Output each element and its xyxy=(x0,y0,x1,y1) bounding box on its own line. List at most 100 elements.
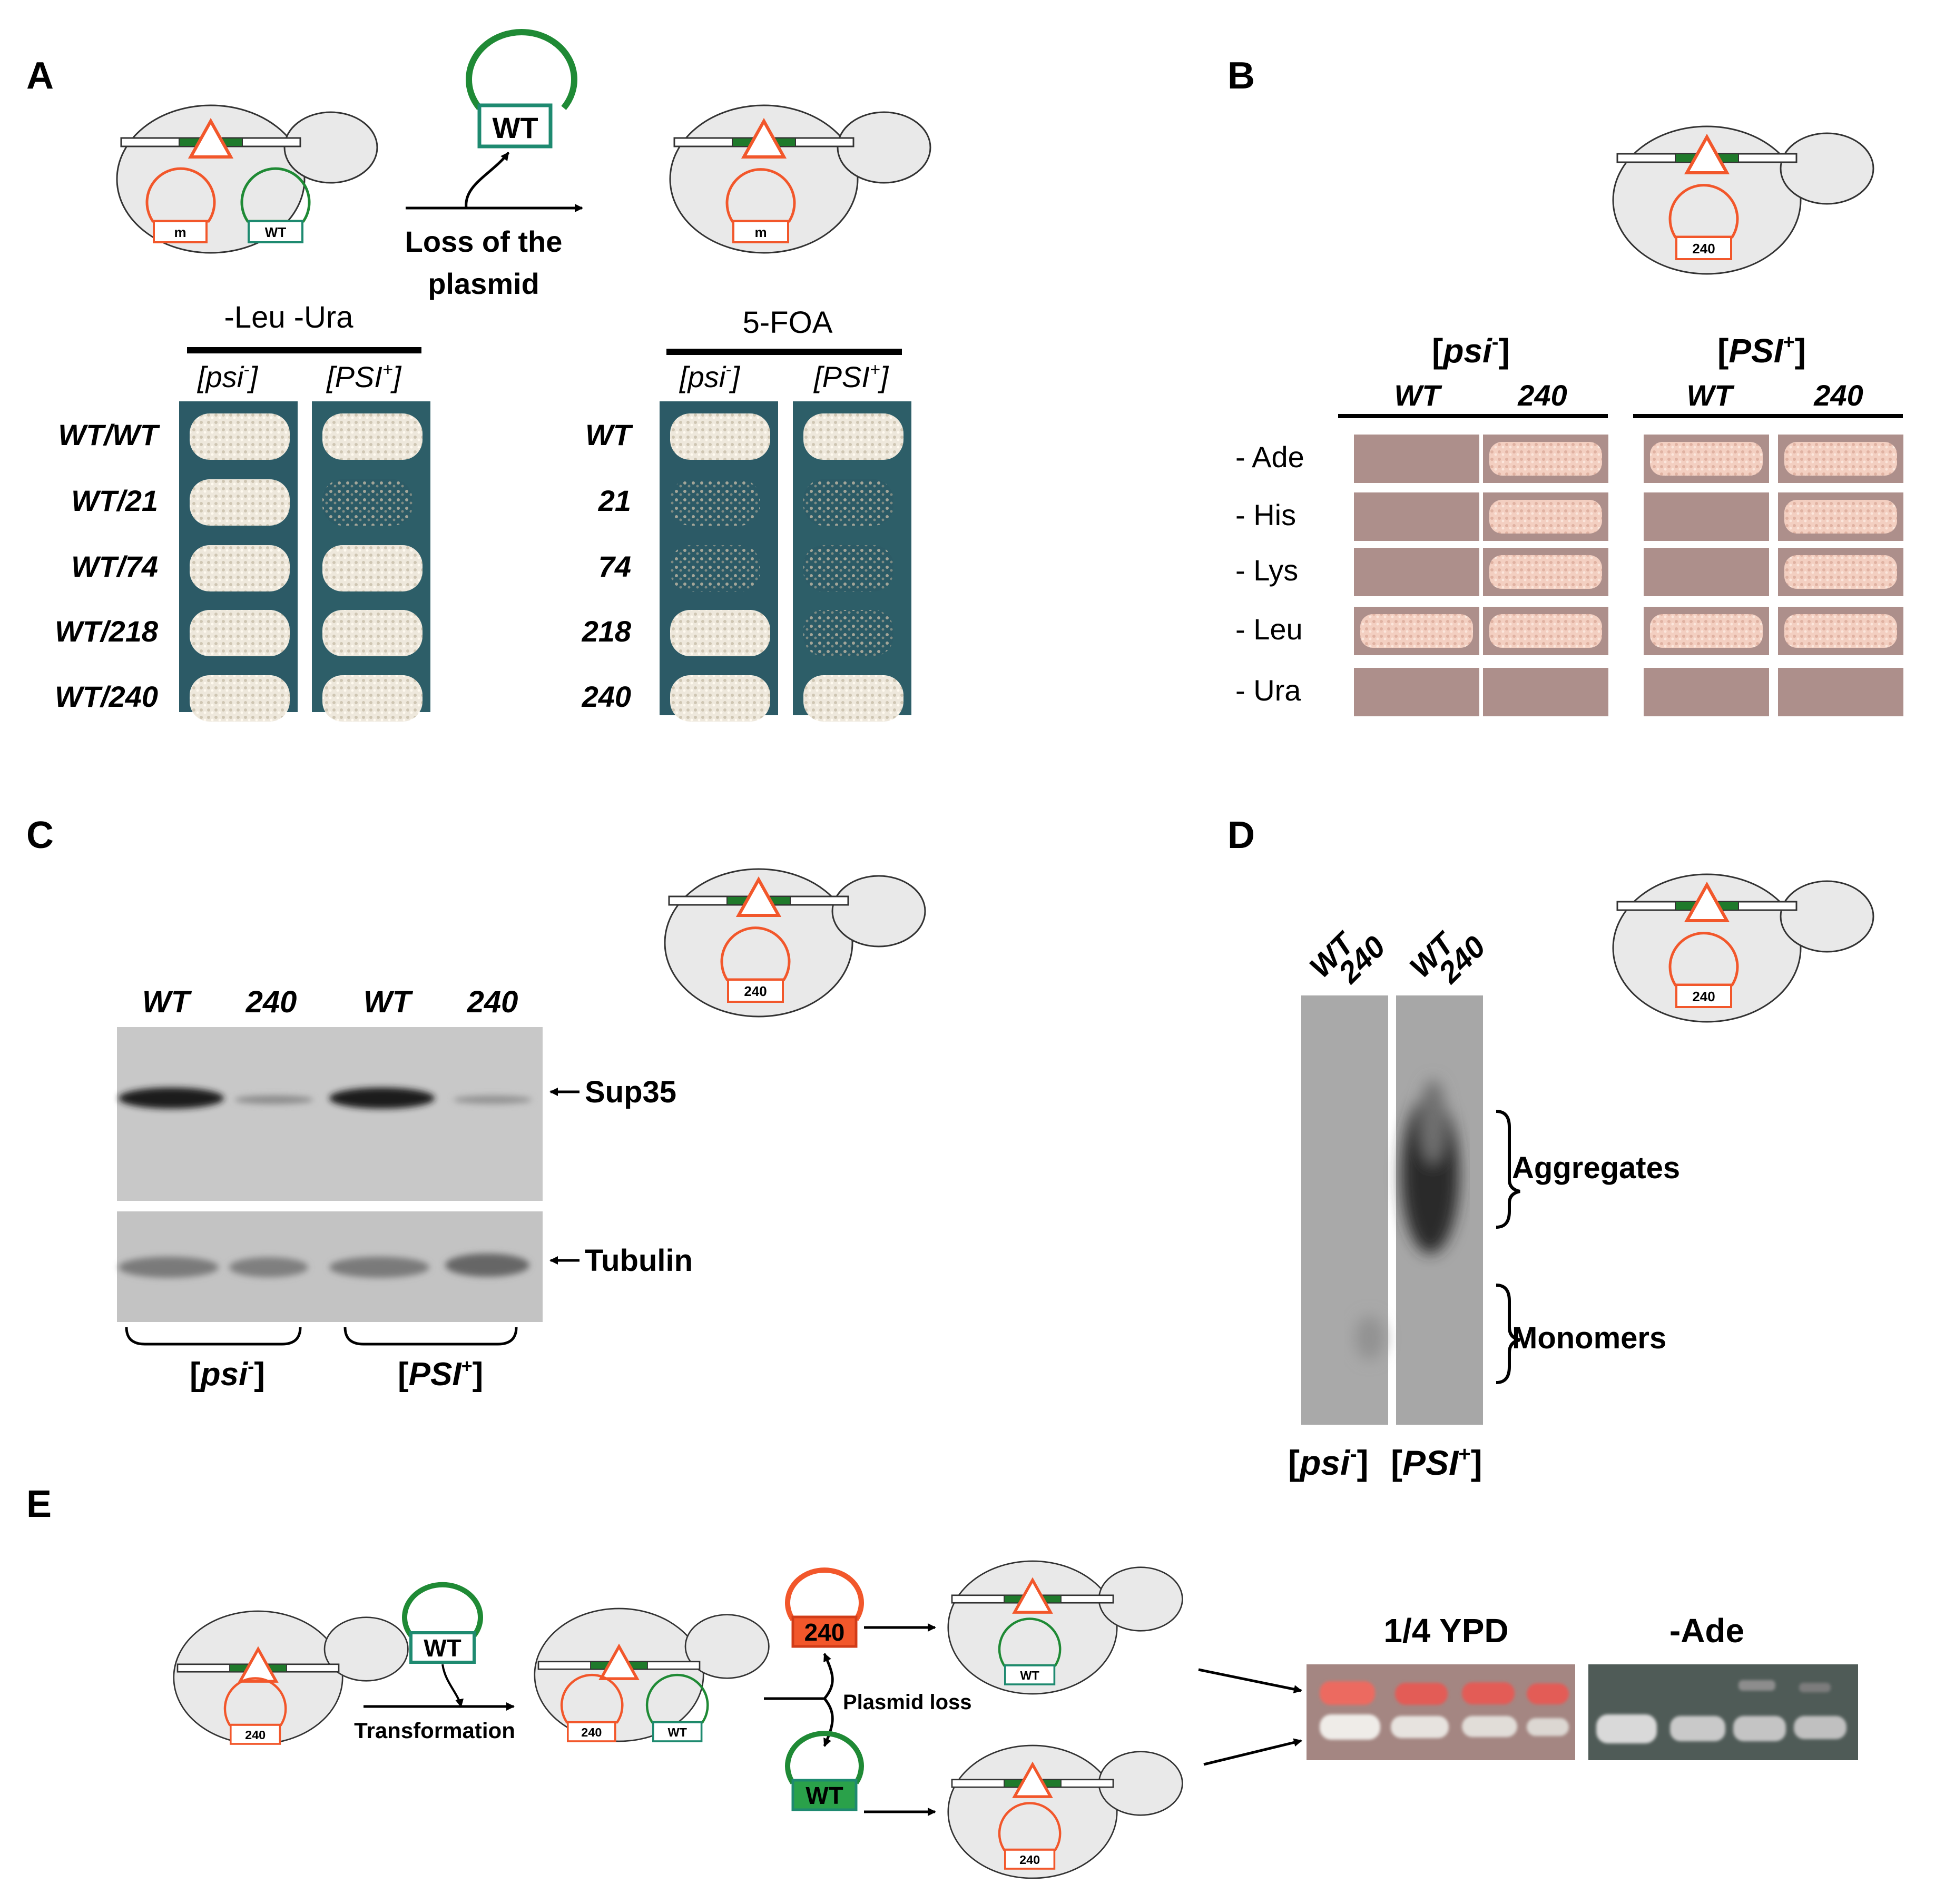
cell-diagram-e4: 240 xyxy=(947,1744,1183,1879)
c-bands xyxy=(119,1088,532,1278)
b-plate-cell xyxy=(1644,548,1769,596)
a-row-label-right: 21 xyxy=(598,484,631,517)
panel-label-c: C xyxy=(26,814,54,856)
panel-label-e: E xyxy=(26,1483,52,1525)
plasmid-label-m-right: m xyxy=(754,224,767,240)
svg-text:WT: WT xyxy=(142,985,192,1019)
svg-text:[psi-]: [psi-] xyxy=(1288,1443,1369,1482)
svg-text:240: 240 xyxy=(581,1725,602,1739)
b-row-label: - Lys xyxy=(1235,554,1298,587)
svg-text:Monomers: Monomers xyxy=(1512,1321,1666,1355)
cell-diagram-a-left: m WT xyxy=(116,104,378,254)
transform-plasmid: WT Transformation xyxy=(354,1582,515,1743)
colony-spot xyxy=(803,413,903,460)
plasmid-loss-label: Plasmid loss xyxy=(843,1691,972,1714)
plasmid-loss-branch: Plasmid loss 240 WT xyxy=(764,1567,972,1816)
colony-spot xyxy=(190,610,290,656)
cell-diagram-e2: 240 WT xyxy=(534,1607,770,1742)
b-growth-spot xyxy=(1784,442,1897,476)
svg-text:WT: WT xyxy=(364,985,414,1019)
panel-label-d: D xyxy=(1227,814,1255,856)
b-growth-spot xyxy=(1489,442,1602,476)
plasmid-label-d: 240 xyxy=(1692,989,1715,1004)
svg-text:Tubulin: Tubulin xyxy=(585,1244,693,1278)
big-plasmid-label: WT xyxy=(492,111,538,144)
svg-text:[PSI+]: [PSI+] xyxy=(398,1355,483,1393)
d-lane-psi-minus xyxy=(1301,995,1388,1425)
colony-spot xyxy=(803,610,893,656)
b-plate-cell xyxy=(1483,668,1608,716)
svg-text:[psi-]: [psi-] xyxy=(190,1355,265,1393)
colony-spot xyxy=(190,675,290,722)
b-plate-cell xyxy=(1644,492,1769,541)
svg-text:240: 240 xyxy=(245,1728,266,1742)
colony-spot xyxy=(670,413,770,460)
b-spot-grid xyxy=(1354,435,1903,716)
panel-label-a: A xyxy=(26,55,54,97)
b-growth-spot xyxy=(1489,500,1602,534)
svg-text:[PSI+]: [PSI+] xyxy=(813,360,889,393)
svg-text:240: 240 xyxy=(1517,379,1567,412)
b-col-headers: WT 240 WT 240 xyxy=(1394,379,1863,412)
a-row-label-right: 240 xyxy=(582,680,631,713)
panel-label-b: B xyxy=(1227,55,1255,97)
plasmid-label-m: m xyxy=(174,224,186,240)
a-row-label-right: 74 xyxy=(598,550,631,583)
b-row-label: - Ura xyxy=(1235,674,1301,707)
colony-spot xyxy=(322,479,412,526)
a-row-label-left: WT/240 xyxy=(55,680,158,713)
colony-spot xyxy=(670,610,770,656)
d-lane-labels: WT 240 WT 240 xyxy=(1303,925,1492,990)
a-row-label-left: WT/WT xyxy=(58,418,160,451)
plates-a xyxy=(179,401,911,715)
b-row-label: - Ade xyxy=(1235,440,1304,473)
colonies-a xyxy=(190,413,903,722)
svg-text:WT: WT xyxy=(1020,1669,1039,1682)
svg-text:240: 240 xyxy=(804,1619,845,1646)
b-growth-spot xyxy=(1489,555,1602,589)
plate-ade xyxy=(1588,1664,1858,1760)
svg-text:[PSI+]: [PSI+] xyxy=(1391,1443,1482,1482)
svg-text:[PSI+]: [PSI+] xyxy=(1717,331,1806,370)
d-bracket-labels: Aggregates Monomers xyxy=(1512,1151,1680,1355)
b-plate-cell xyxy=(1778,668,1903,716)
svg-text:240: 240 xyxy=(245,985,297,1019)
svg-text:[psi-]: [psi-] xyxy=(679,360,740,393)
a-row-label-left: WT/218 xyxy=(55,615,159,648)
media-5foa: 5-FOA xyxy=(743,305,833,340)
svg-text:WT: WT xyxy=(1686,379,1735,412)
plasmid-loss-diagram: WT Loss of the plasmid xyxy=(405,29,583,300)
colony-spot xyxy=(803,479,893,526)
aggregates-bracket xyxy=(1496,1110,1520,1229)
colony-spot xyxy=(190,413,290,460)
loss-caption-1: Loss of the xyxy=(405,225,563,258)
svg-text:240: 240 xyxy=(1813,379,1863,412)
b-row-label: - His xyxy=(1235,498,1296,531)
svg-text:[psi-]: [psi-] xyxy=(197,360,258,393)
e-colonies xyxy=(1320,1680,1846,1743)
a-col-headers: [psi-] [PSI+] [psi-] [PSI+] xyxy=(197,360,889,393)
svg-text:[PSI+]: [PSI+] xyxy=(326,360,402,393)
cell-diagram-e3: WT xyxy=(947,1560,1183,1695)
plasmid-label-b: 240 xyxy=(1692,241,1715,257)
b-plate-cell xyxy=(1354,548,1479,596)
c-band-labels: Sup35 Tubulin xyxy=(549,1075,693,1278)
colony-spot xyxy=(322,675,423,722)
b-growth-spot xyxy=(1489,614,1602,648)
b-growth-spot xyxy=(1650,442,1763,476)
b-plate-cell xyxy=(1354,492,1479,541)
c-group-brackets xyxy=(125,1327,518,1346)
svg-text:[psi-]: [psi-] xyxy=(1432,331,1510,370)
colony-spot xyxy=(670,675,770,722)
transformation-label: Transformation xyxy=(354,1718,515,1743)
cell-diagram-d: 240 xyxy=(1612,873,1874,1023)
a-row-label-right: 218 xyxy=(582,615,632,648)
colony-spot xyxy=(322,545,423,591)
svg-text:Sup35: Sup35 xyxy=(585,1075,676,1109)
b-row-label: - Leu xyxy=(1235,613,1303,646)
colony-spot xyxy=(670,545,760,591)
plasmid-label-wt: WT xyxy=(265,224,287,240)
b-growth-spot xyxy=(1784,614,1897,648)
svg-text:WT: WT xyxy=(668,1725,687,1739)
